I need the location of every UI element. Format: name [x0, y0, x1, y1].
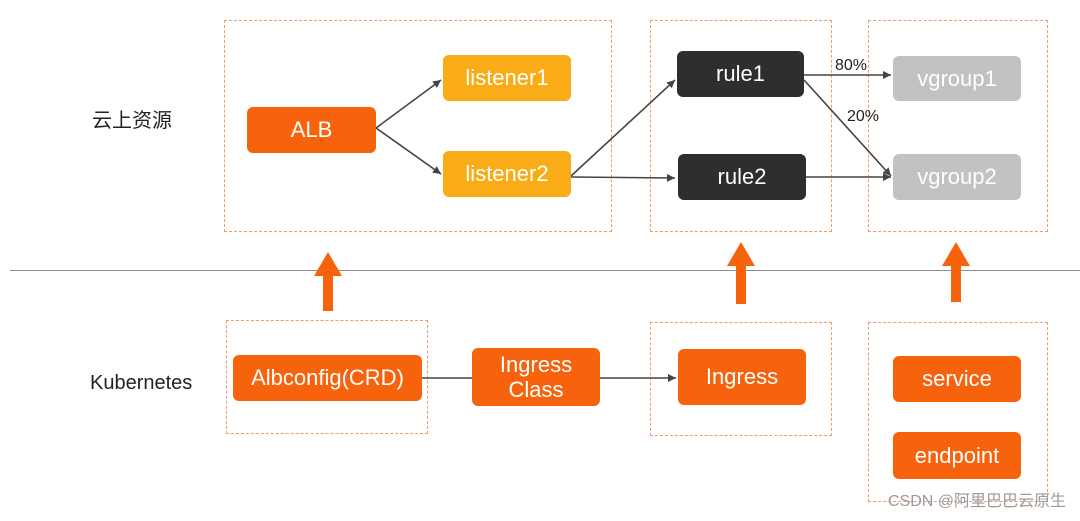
up-arrow-albconfig — [314, 252, 342, 311]
rule1-to-vgroup2-arrow — [803, 79, 892, 177]
cloud-resources-label: 云上资源 — [92, 110, 172, 132]
vgroup2-node: vgroup2 — [893, 154, 1021, 200]
csdn-watermark: CSDN @阿里巴巴云原生 — [887, 493, 1066, 510]
alb-to-listener1-arrow — [375, 79, 442, 129]
ingress-node: Ingress — [678, 349, 806, 405]
service-group — [868, 322, 1048, 502]
rule2-node: rule2 — [678, 154, 806, 200]
albconfig-node: Albconfig(CRD) — [233, 355, 422, 401]
weight-80-label: 80% — [835, 57, 868, 74]
vgroup-group — [868, 20, 1048, 232]
divider-line — [10, 270, 1080, 271]
rule-group — [650, 20, 832, 232]
ingress-class-node: Ingress Class — [472, 348, 600, 406]
vgroup1-node: vgroup1 — [893, 56, 1021, 101]
listener2-to-rule2-arrow — [570, 173, 676, 182]
weight-20-label: 20% — [847, 108, 880, 125]
listener2-to-rule1-arrow — [570, 79, 676, 177]
up-arrow-service — [942, 242, 970, 302]
ingress-class-line1: Ingress — [499, 351, 573, 377]
listener1-node: listener1 — [443, 55, 571, 101]
endpoint-node: endpoint — [893, 432, 1021, 479]
alb-to-listener2-arrow — [375, 127, 442, 175]
rule1-node: rule1 — [677, 51, 804, 97]
up-arrow-ingress — [727, 242, 755, 304]
ingress-class-line2: Class — [508, 377, 564, 402]
alb-node: ALB — [247, 107, 376, 153]
ingress-group — [650, 322, 832, 436]
alb-group — [224, 20, 612, 232]
listener2-node: listener2 — [443, 151, 571, 197]
kubernetes-label: Kubernetes — [90, 372, 193, 394]
albconfig-group — [226, 320, 428, 434]
service-node: service — [893, 356, 1021, 402]
